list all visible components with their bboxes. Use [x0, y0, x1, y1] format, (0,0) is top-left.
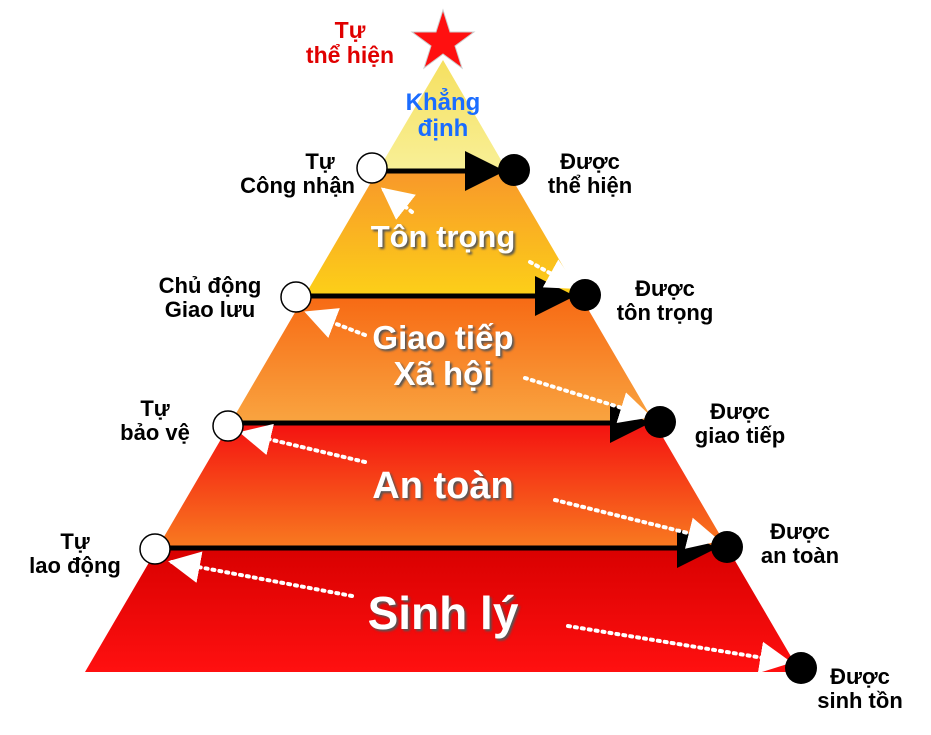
label-line: Tự [60, 529, 90, 554]
label-line: Được [560, 149, 620, 174]
black-circle [498, 154, 530, 186]
white-circle [139, 533, 171, 565]
right-label-respected: Được tôn trọng [600, 276, 730, 326]
label-line: Tự [140, 396, 170, 421]
left-label-active-interaction: Chủ động Giao lưu [140, 273, 280, 323]
dotted-arrow [304, 308, 367, 339]
white-circle [212, 410, 244, 442]
label-line: sinh tồn [817, 688, 903, 714]
level-label-safety: An toàn [372, 465, 514, 507]
affirmation-label: Khẳng định [383, 89, 503, 143]
level-safety [158, 422, 727, 547]
black-circle [785, 652, 817, 684]
label-line: thể hiện [305, 42, 395, 69]
left-label-self-protection: Tự bảo vệ [100, 396, 210, 446]
dotted-arrow [553, 498, 720, 549]
level-esteem [304, 172, 581, 297]
right-label-safe: Được an toàn [740, 519, 860, 569]
dotted-arrow [566, 624, 792, 674]
dotted-arrow [523, 376, 652, 424]
label-line: Giao lưu [164, 297, 256, 323]
label-line: Được [770, 519, 830, 544]
level-label-social: Giao tiếp Xã hội [333, 319, 553, 393]
dotted-arrow [168, 551, 354, 598]
black-circle [569, 279, 601, 311]
label-line: Tự [334, 17, 366, 43]
white-circle [280, 281, 312, 313]
label-line: Công nhận [240, 173, 355, 199]
label-line: định [417, 115, 469, 143]
label-line: Chủ động [158, 273, 262, 298]
label-line: thể hiện [547, 173, 633, 199]
left-label-self-recognition: Tự Công nhận [210, 149, 390, 199]
dotted-arrow [239, 423, 367, 464]
right-label-expressed: Được thể hiện [530, 149, 650, 199]
level-self-actualization [377, 60, 508, 172]
white-circle [356, 152, 388, 184]
label-line: Được [635, 276, 695, 301]
level-label-physiological: Sinh lý [367, 587, 519, 639]
dotted-arrow [528, 259, 579, 289]
right-label-communicated: Được giao tiếp [675, 399, 805, 449]
dotted-arrow [380, 187, 416, 220]
label-line: Giao tiếp [372, 319, 514, 356]
label-line: giao tiếp [694, 423, 786, 449]
label-line: lao động [29, 553, 121, 579]
label-line: tôn trọng [616, 300, 714, 326]
label-line: Được [830, 664, 890, 689]
black-circle [644, 406, 676, 438]
left-label-self-labor: Tự lao động [15, 529, 135, 579]
right-label-survive: Được sinh tồn [800, 664, 920, 714]
label-line: Được [710, 399, 770, 424]
star-icon [410, 8, 476, 70]
black-circle [711, 531, 743, 563]
label-line: Xã hội [393, 355, 493, 393]
self-expression-label: Tự thể hiện [290, 17, 410, 69]
label-line: Khẳng [405, 89, 481, 116]
label-line: an toàn [760, 543, 840, 569]
level-label-esteem: Tôn trọng [370, 219, 516, 254]
label-line: Tự [305, 149, 335, 174]
label-line: bảo vệ [120, 420, 190, 446]
